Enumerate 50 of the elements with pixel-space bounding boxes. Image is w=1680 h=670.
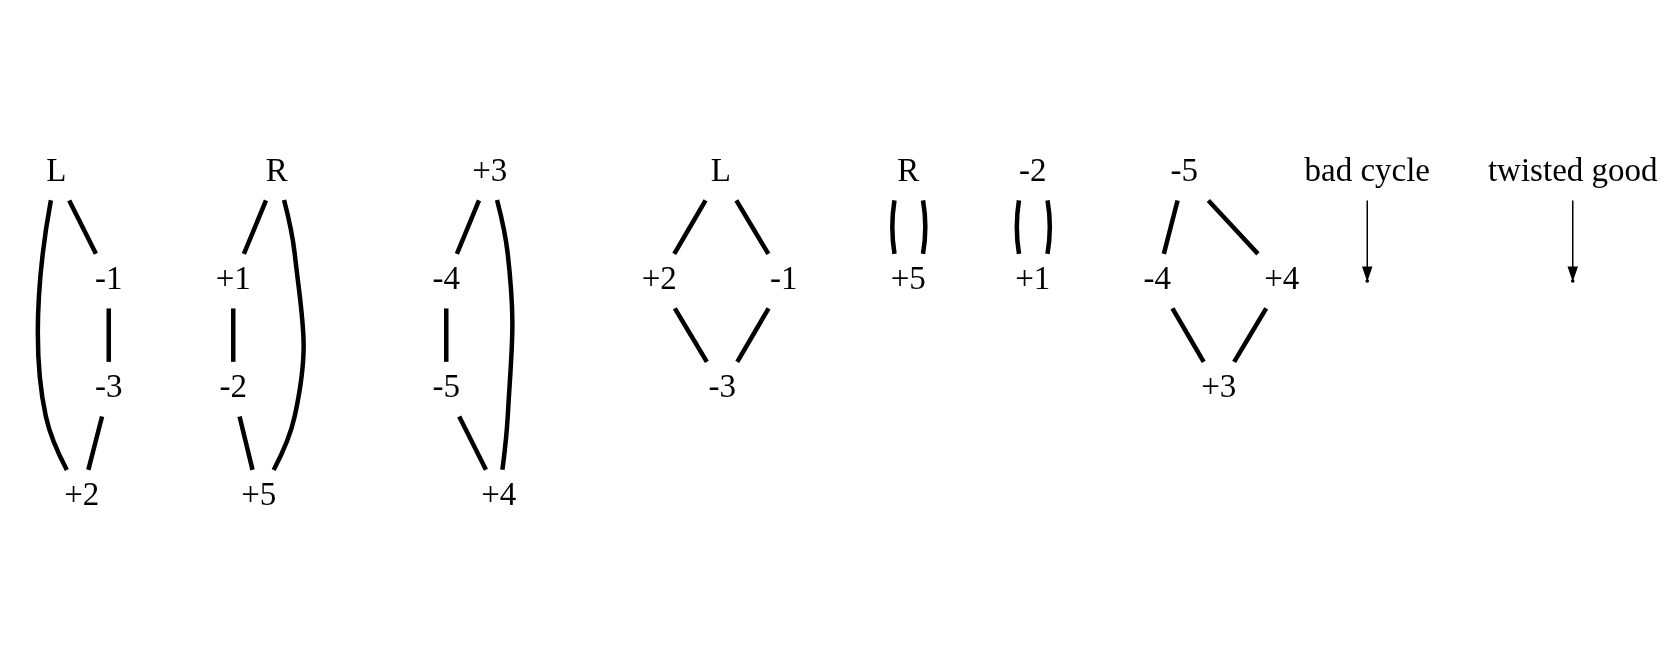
node-text: R bbox=[897, 152, 920, 189]
connector bbox=[735, 307, 771, 363]
node-text: -5 bbox=[432, 368, 460, 405]
connector bbox=[35, 199, 69, 471]
node-text: +5 bbox=[241, 476, 277, 513]
connector bbox=[86, 415, 105, 471]
connector bbox=[1161, 199, 1180, 255]
node-text: +3 bbox=[472, 152, 508, 189]
connector bbox=[231, 308, 236, 362]
node-text: twisted good bbox=[1487, 152, 1658, 189]
connector bbox=[106, 308, 111, 362]
connector bbox=[271, 199, 306, 471]
connector bbox=[920, 200, 928, 255]
node-text: L bbox=[710, 152, 731, 189]
node-text: -1 bbox=[770, 260, 798, 297]
node-text: -3 bbox=[708, 368, 736, 405]
connector bbox=[1014, 200, 1022, 255]
connector bbox=[494, 199, 515, 471]
node-text: +2 bbox=[64, 476, 100, 513]
connector bbox=[1206, 198, 1260, 256]
node-text: +3 bbox=[1201, 368, 1237, 405]
node-text: +1 bbox=[1015, 260, 1051, 297]
connector bbox=[890, 200, 897, 255]
connector bbox=[237, 415, 255, 471]
connector bbox=[454, 199, 482, 255]
node-text: -5 bbox=[1170, 152, 1198, 189]
connector bbox=[444, 308, 449, 362]
node-text: +2 bbox=[641, 260, 677, 297]
connector bbox=[1232, 307, 1269, 363]
node-text: bad cycle bbox=[1304, 152, 1431, 189]
connector bbox=[1170, 307, 1206, 363]
connector bbox=[1045, 200, 1052, 255]
node-text: -2 bbox=[219, 368, 247, 405]
node-text: +4 bbox=[481, 476, 517, 513]
connector bbox=[734, 199, 771, 255]
connector bbox=[672, 199, 708, 255]
connector bbox=[672, 307, 709, 363]
node-text: +1 bbox=[215, 260, 251, 297]
node-text: R bbox=[265, 152, 288, 189]
node-text: -4 bbox=[1143, 260, 1171, 297]
node-text: -1 bbox=[95, 260, 123, 297]
node-text: -4 bbox=[432, 260, 460, 297]
node-text: L bbox=[46, 152, 67, 189]
connector bbox=[67, 199, 98, 255]
node-text: +4 bbox=[1264, 260, 1300, 297]
connector bbox=[241, 199, 269, 255]
node-text: -3 bbox=[95, 368, 123, 405]
node-text: -2 bbox=[1019, 152, 1047, 189]
connector bbox=[457, 415, 488, 471]
node-text: +5 bbox=[890, 260, 926, 297]
